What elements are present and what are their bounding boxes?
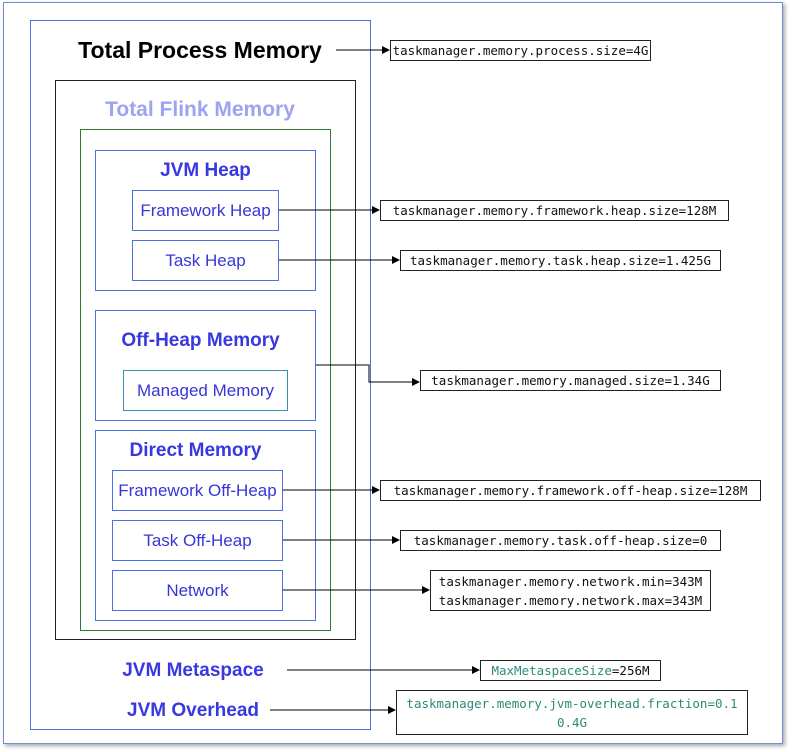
network-max-config: taskmanager.memory.network.max=343M (438, 592, 703, 608)
framework-off-heap-size-config: taskmanager.memory.framework.off-heap.si… (380, 480, 761, 501)
network-min-config: taskmanager.memory.network.min=343M (438, 573, 703, 589)
flink-memory-inner-box (80, 129, 331, 631)
arrow-managed (316, 364, 420, 386)
jvm-heap-box (95, 150, 316, 291)
network-config: taskmanager.memory.network.min=343M task… (430, 570, 711, 611)
task-heap-size-config: taskmanager.memory.task.heap.size=1.425G (400, 250, 721, 271)
framework-heap-item: Framework Heap (132, 190, 279, 231)
task-off-heap-size-config: taskmanager.memory.task.off-heap.size=0 (400, 530, 721, 551)
network-item: Network (112, 570, 283, 611)
off-heap-memory-title: Off-Heap Memory (121, 330, 280, 351)
metaspace-config: MaxMetaspaceSize=256M (480, 660, 661, 681)
overhead-config: taskmanager.memory.jvm-overhead.fraction… (396, 690, 748, 735)
direct-memory-title: Direct Memory (129, 440, 262, 461)
managed-size-config: taskmanager.memory.managed.size=1.34G (420, 370, 721, 391)
total-flink-memory-title: Total Flink Memory (105, 98, 295, 121)
total-process-memory-title: Total Process Memory (78, 37, 322, 63)
managed-memory-item: Managed Memory (123, 370, 288, 411)
jvm-overhead-title: JVM Overhead (127, 700, 259, 721)
jvm-metaspace-title: JVM Metaspace (122, 660, 264, 681)
task-off-heap-item: Task Off-Heap (112, 520, 283, 561)
off-heap-memory-box (95, 310, 316, 421)
overhead-config-line2: 0.4G (556, 714, 588, 730)
task-heap-item: Task Heap (132, 240, 279, 281)
framework-heap-size-config: taskmanager.memory.framework.heap.size=1… (380, 200, 729, 221)
total-flink-memory-box (55, 80, 356, 640)
process-size-config: taskmanager.memory.process.size=4G (390, 40, 651, 61)
total-process-memory-box (30, 20, 371, 730)
metaspace-value: =256M (611, 663, 650, 678)
jvm-heap-title: JVM Heap (160, 160, 251, 181)
direct-memory-box (95, 430, 316, 621)
overhead-config-line1: taskmanager.memory.jvm-overhead.fraction… (406, 695, 738, 711)
framework-off-heap-item: Framework Off-Heap (112, 470, 283, 511)
metaspace-key: MaxMetaspaceSize (491, 663, 612, 678)
